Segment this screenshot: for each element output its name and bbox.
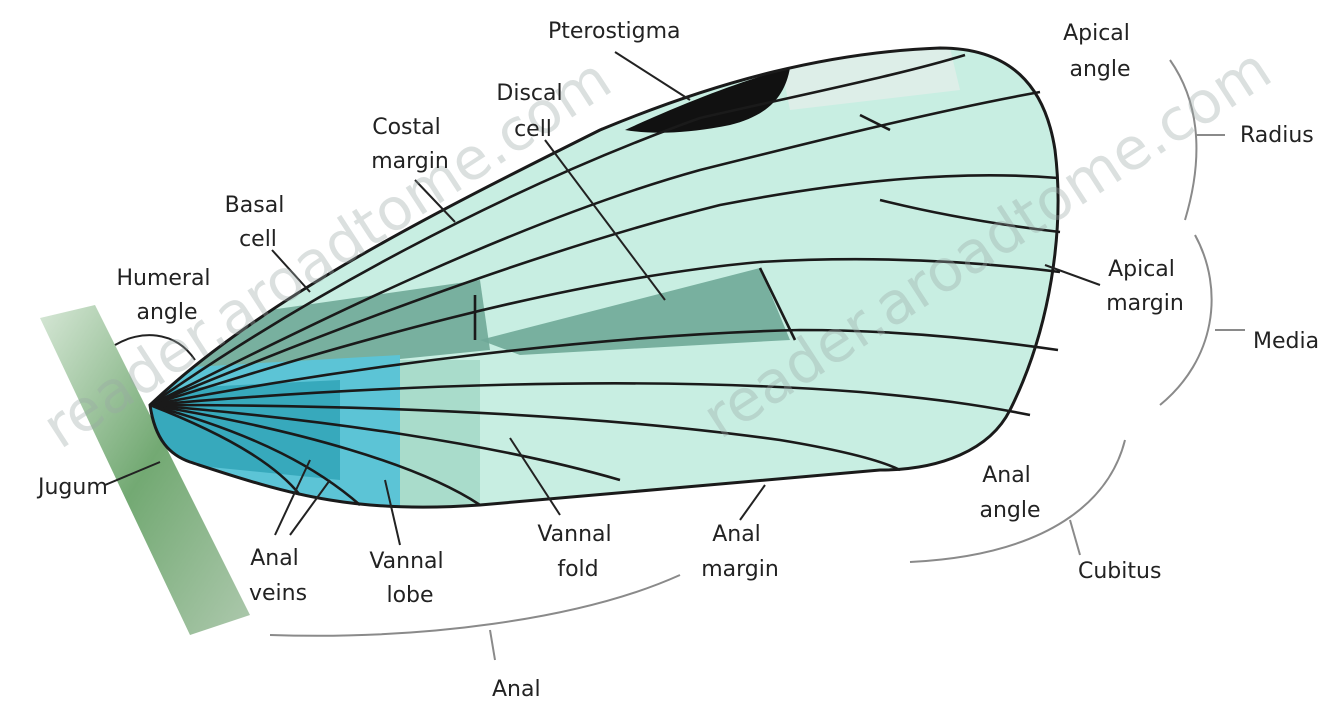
label-media: Media xyxy=(1253,329,1319,354)
label-anal: Anal xyxy=(492,677,541,702)
label-vannal-fold: Vannal fold xyxy=(537,522,618,582)
label-vannal-lobe: Vannal lobe xyxy=(369,549,450,608)
label-jugum: Jugum xyxy=(36,475,108,500)
label-cubitus: Cubitus xyxy=(1078,559,1161,584)
label-apical-margin: Apical margin xyxy=(1106,257,1184,316)
label-anal-angle: Anal angle xyxy=(979,463,1040,523)
label-radius: Radius xyxy=(1240,123,1314,148)
label-anal-veins: Anal veins xyxy=(249,546,307,606)
label-apical-angle: Apical angle xyxy=(1063,21,1137,82)
label-pterostigma: Pterostigma xyxy=(548,19,681,44)
label-anal-margin: Anal margin xyxy=(701,522,779,582)
